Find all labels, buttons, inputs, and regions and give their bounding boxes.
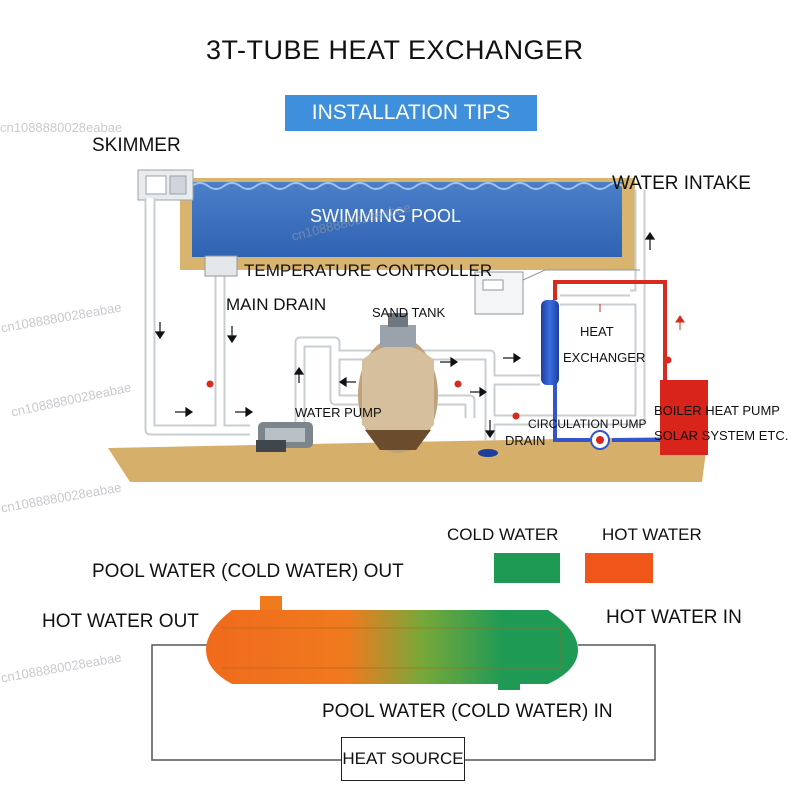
- legend-hot-water-label: HOT WATER: [602, 525, 702, 544]
- swimming-pool-label: SWIMMING POOL: [310, 206, 462, 226]
- skimmer-label: SKIMMER: [92, 135, 181, 156]
- hot-loop: [553, 280, 667, 380]
- skimmer-unit: [137, 169, 194, 201]
- sand-tank-label: SAND TANK: [372, 305, 446, 320]
- heat-source-box: HEAT SOURCE: [341, 737, 465, 781]
- heat-exchanger-unit: [541, 300, 559, 385]
- boiler-heat-pump-label: BOILER HEAT PUMP: [654, 403, 780, 418]
- pool-water-in-label: POOL WATER (COLD WATER) IN: [322, 701, 613, 722]
- solar-system-label: SOLAR SYSTEM ETC.: [654, 428, 789, 443]
- hot-flow-arrows: [206, 304, 685, 420]
- sand-tank-unit: [358, 313, 438, 453]
- hot-water-out-label: HOT WATER OUT: [42, 611, 199, 632]
- hot-water-in-label: HOT WATER IN: [606, 607, 742, 628]
- circulation-pump-label: CIRCULATION PUMP: [528, 417, 647, 431]
- legend-cold-water-swatch: [494, 553, 560, 583]
- pool-water-out-label: POOL WATER (COLD WATER) OUT: [92, 561, 404, 582]
- flow-arrows: [154, 231, 656, 439]
- temperature-controller-label: TEMPERATURE CONTROLLER: [244, 261, 493, 280]
- legend-cold-water-label: COLD WATER: [447, 525, 559, 544]
- heat-source-loop: [151, 644, 656, 761]
- watermark-text: cn1088880028eabae: [0, 120, 123, 135]
- cold-loop: [553, 380, 665, 442]
- exchanger-label: EXCHANGER: [563, 350, 646, 365]
- drain-outlet: [478, 449, 498, 457]
- heat-source-label: HEAT SOURCE: [342, 749, 464, 768]
- tube-heat-exchanger: [206, 596, 578, 690]
- circulation-pump-unit: [590, 430, 610, 450]
- temperature-controller-unit: [204, 255, 640, 315]
- legend-hot-water-swatch: [585, 553, 653, 583]
- heat-label: HEAT: [580, 324, 614, 339]
- main-drain-label: MAIN DRAIN: [226, 295, 327, 314]
- installation-tips-banner: INSTALLATION TIPS: [285, 95, 537, 131]
- water-intake-label: WATER INTAKE: [612, 173, 751, 194]
- page-title: 3T-TUBE HEAT EXCHANGER: [206, 35, 584, 65]
- boiler-unit: [660, 380, 708, 455]
- water-pump-unit: [256, 422, 313, 452]
- drain-label: DRAIN: [505, 433, 546, 448]
- pool-basin: [180, 178, 635, 270]
- water-pump-label: WATER PUMP: [295, 405, 382, 420]
